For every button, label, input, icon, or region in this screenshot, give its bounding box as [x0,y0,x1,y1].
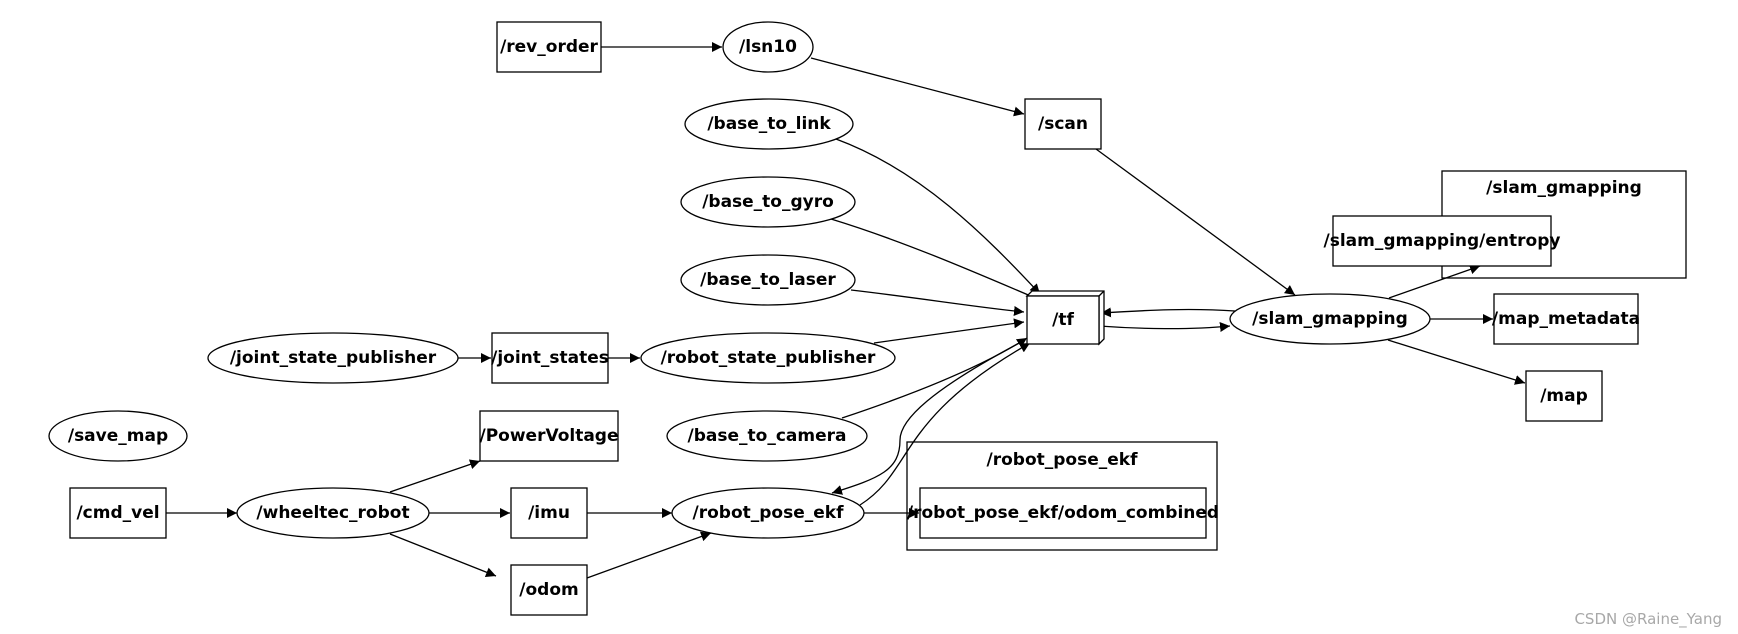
node-ellipse [671,487,865,539]
edge-robot-pose-ekf-to-tf [859,342,1031,506]
edge-wheeltec-robot-to-power-voltage [389,459,481,493]
node-ellipse [640,332,896,384]
node-label: /joint_states [491,348,609,368]
topic-box [510,487,588,539]
topic-odom[interactable]: /odom [510,564,588,616]
node-label: /base_to_camera [688,426,847,446]
node-label: /robot_pose_ekf/odom_combined [907,503,1219,523]
edge-slam-gmapping-to-entropy [1388,264,1481,299]
node-label: /base_to_link [707,114,831,134]
node-label: /rev_order [500,37,598,57]
topic-entropy[interactable]: /slam_gmapping/entropy [1324,215,1561,267]
node-ellipse [684,98,854,150]
node-ellipse [666,410,868,462]
node-save-map[interactable]: /save_map [48,410,188,462]
topic-map[interactable]: /map [1525,370,1603,422]
topic-power-voltage[interactable]: /PowerVoltage [479,410,619,462]
topic-imu[interactable]: /imu [510,487,588,539]
node-ellipse [722,21,814,73]
node-label: /joint_state_publisher [230,348,437,368]
node-label: /PowerVoltage [480,426,619,446]
node-base-to-camera[interactable]: /base_to_camera [666,410,868,462]
edge-wheeltec-robot-to-odom [389,533,497,577]
topic-box [491,332,609,384]
edge-scan-to-slam-gmapping [1095,148,1296,296]
topic-box [479,410,619,462]
topic-cmd-vel[interactable]: /cmd_vel [69,487,167,539]
topic-odom-combined[interactable]: /robot_pose_ekf/odom_combined [907,487,1219,539]
edge-odom-to-robot-pose-ekf [586,531,712,579]
edge-base-to-gyro-to-tf [830,218,1041,301]
node-robot-pose-ekf[interactable]: /robot_pose_ekf [671,487,865,539]
node-ellipse [1229,293,1431,345]
edge-base-to-link-to-tf [835,138,1041,295]
box3d-edge [1098,290,1105,297]
node-label: /save_map [68,426,168,446]
topic-box [1525,370,1603,422]
node-label: /lsn10 [739,37,797,57]
cluster-frame [906,441,1218,551]
node-robot-state-publisher[interactable]: /robot_state_publisher [640,332,896,384]
edge-tf-to-robot-pose-ekf [831,339,1026,495]
topic-box [510,564,588,616]
node-label: /cmd_vel [76,503,159,523]
node-lsn10[interactable]: /lsn10 [722,21,814,73]
edge-lsn10-to-scan [810,57,1025,117]
topic-box [1024,98,1102,150]
edge-slam-gmapping-to-tf [1100,307,1236,318]
node-ellipse [680,176,856,228]
cluster-title: /robot_pose_ekf [987,450,1139,470]
node-label: /slam_gmapping/entropy [1324,231,1561,251]
node-ellipse [236,487,430,539]
node-joint-state-publisher[interactable]: /joint_state_publisher [207,332,459,384]
topic-box [1026,295,1100,345]
node-base-to-link[interactable]: /base_to_link [684,98,854,150]
topic-scan[interactable]: /scan [1024,98,1102,150]
node-label: /slam_gmapping [1252,309,1408,329]
node-label: /map [1540,386,1588,406]
node-label: /wheeltec_robot [256,503,409,523]
edge-slam-gmapping-to-map [1387,339,1526,385]
node-label: /odom [519,580,578,600]
watermark: CSDN @Raine_Yang [1574,610,1722,628]
node-ellipse [48,410,188,462]
topic-map-metadata[interactable]: /map_metadata [1492,293,1640,345]
cluster-title: /slam_gmapping [1486,178,1642,198]
topic-box [69,487,167,539]
topic-box [496,21,602,73]
topic-box [919,487,1207,539]
edge-tf-to-slam-gmapping [1098,322,1231,332]
node-ellipse [680,254,856,306]
topic-box [1493,293,1639,345]
node-slam-gmapping[interactable]: /slam_gmapping [1229,293,1431,345]
topic-joint-states[interactable]: /joint_states [491,332,609,384]
node-ellipse [207,332,459,384]
node-label: /map_metadata [1492,309,1640,329]
cluster-ekf-cluster: /robot_pose_ekf [906,441,1218,551]
topic-rev-order[interactable]: /rev_order [496,21,602,73]
node-base-to-laser[interactable]: /base_to_laser [680,254,856,306]
edge-robot-state-publisher-to-tf [873,318,1025,344]
node-wheeltec-robot[interactable]: /wheeltec_robot [236,487,430,539]
topic-tf[interactable]: /tf [1025,290,1105,346]
topic-box [1332,215,1552,267]
node-base-to-gyro[interactable]: /base_to_gyro [680,176,856,228]
node-label: /base_to_laser [700,270,836,290]
node-label: /robot_pose_ekf [693,503,845,523]
node-label: /tf [1052,310,1074,330]
node-label: /scan [1038,114,1088,134]
edge-base-to-laser-to-tf [850,289,1025,316]
node-label: /base_to_gyro [702,192,834,212]
node-label: /imu [528,503,570,523]
node-label: /robot_state_publisher [661,348,876,368]
